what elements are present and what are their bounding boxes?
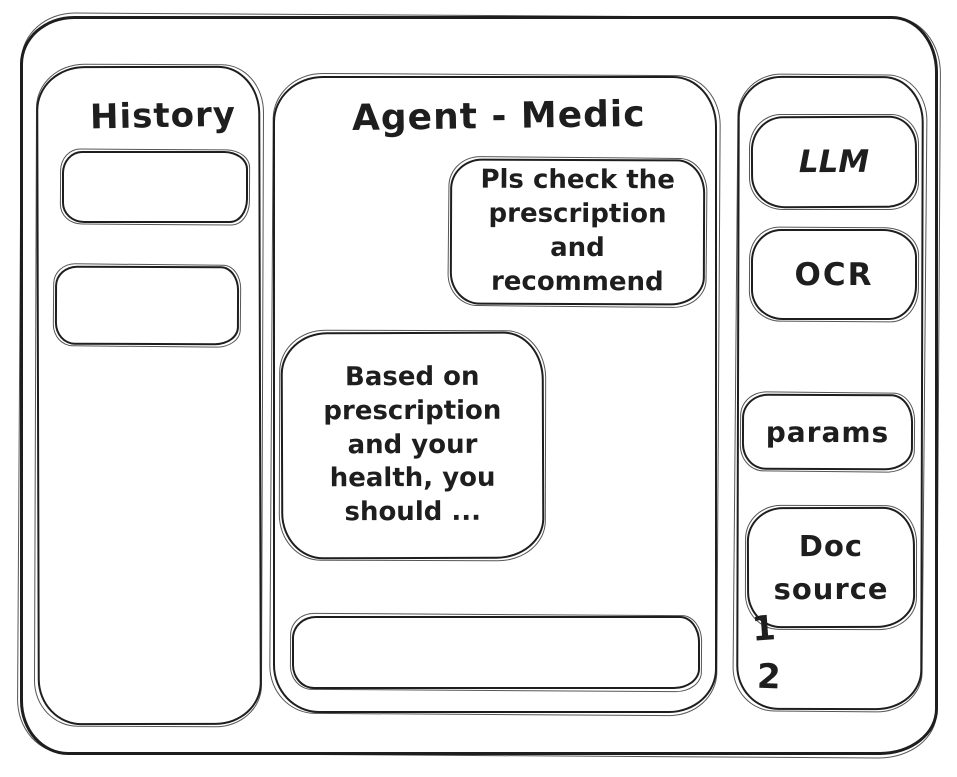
- chat-input[interactable]: [292, 616, 700, 689]
- llm-button[interactable]: LLM: [750, 115, 918, 209]
- chat-message-assistant: Based on prescription and your health, y…: [280, 331, 545, 560]
- chat-panel-title: Agent - Medic: [351, 93, 646, 140]
- history-item-1[interactable]: [62, 151, 248, 223]
- ocr-button[interactable]: OCR: [751, 229, 917, 320]
- chat-message-user: Pls check the prescription and recommend: [449, 158, 706, 306]
- history-panel-title: History: [89, 94, 237, 138]
- doc-source-annotation-1: 1: [750, 608, 778, 650]
- params-button[interactable]: params: [741, 393, 914, 471]
- doc-source-annotation-2: 2: [756, 656, 782, 698]
- history-item-2[interactable]: [54, 265, 240, 346]
